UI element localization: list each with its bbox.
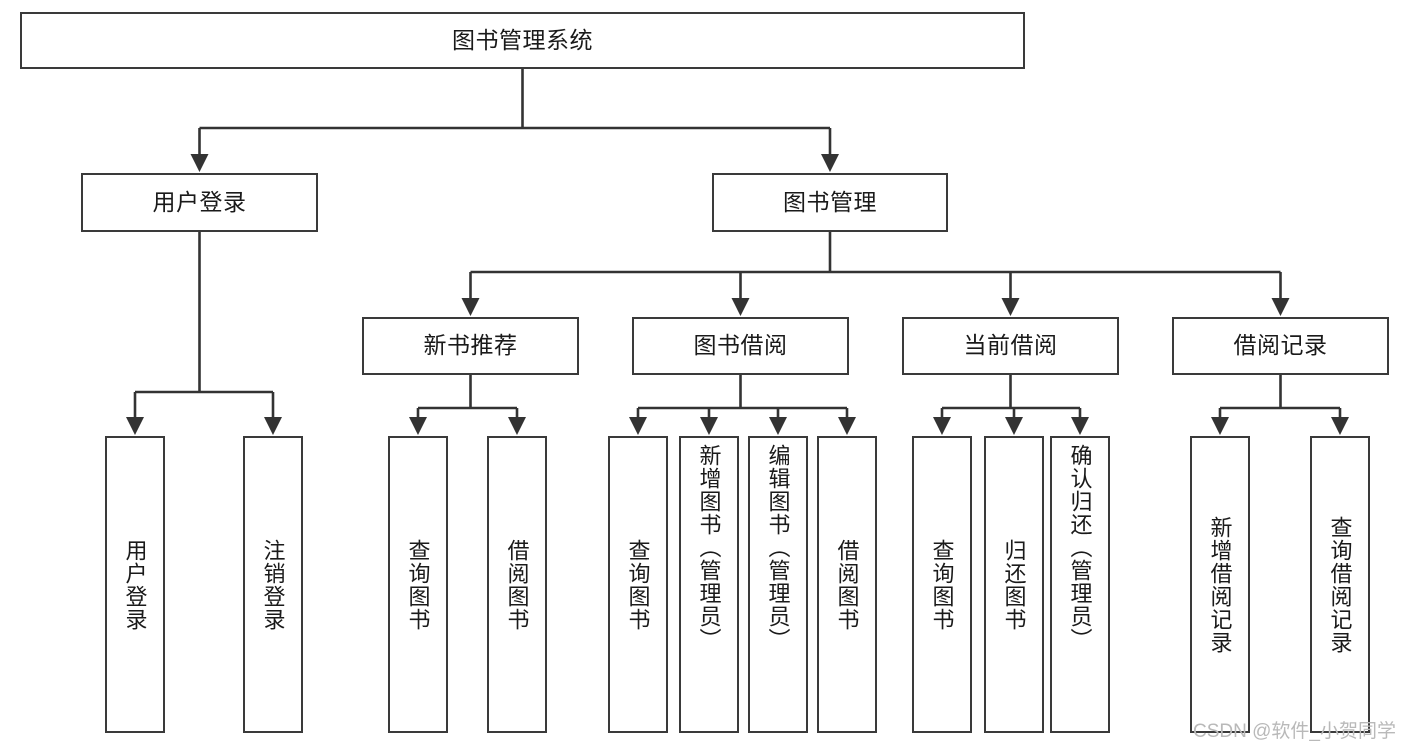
node-label: 确认归还（管理员） [1067, 444, 1093, 651]
node-leaf-borrow-add-book[interactable]: 新增图书（管理员） [679, 436, 739, 733]
node-label: 用户登录 [152, 188, 247, 215]
node-leaf-user-login[interactable]: 用户登录 [105, 436, 165, 733]
node-current-borrow[interactable]: 当前借阅 [902, 317, 1119, 375]
node-label: 编辑图书（管理员） [765, 444, 791, 651]
node-leaf-cur-return-book[interactable]: 归还图书 [984, 436, 1044, 733]
node-label: 新增图书（管理员） [696, 444, 722, 651]
node-label: 新书推荐 [423, 332, 518, 359]
node-leaf-borrow-query-book[interactable]: 查询图书 [608, 436, 668, 733]
node-label: 查询图书 [625, 538, 651, 631]
node-label: 新增借阅记录 [1207, 515, 1233, 654]
node-leaf-user-logout[interactable]: 注销登录 [243, 436, 303, 733]
node-borrow-record[interactable]: 借阅记录 [1172, 317, 1389, 375]
node-label: 借阅图书 [834, 538, 860, 631]
node-label: 图书管理 [783, 188, 877, 215]
node-label: 归还图书 [1001, 538, 1027, 631]
node-label: 查询借阅记录 [1327, 515, 1353, 654]
node-label: 图书借阅 [693, 332, 788, 359]
node-user-login[interactable]: 用户登录 [81, 173, 318, 232]
node-root[interactable]: 图书管理系统 [20, 12, 1025, 69]
node-book-manage[interactable]: 图书管理 [712, 173, 948, 232]
node-leaf-rec-query-book[interactable]: 查询图书 [388, 436, 448, 733]
node-leaf-rec-add-record[interactable]: 新增借阅记录 [1190, 436, 1250, 733]
node-label: 借阅记录 [1233, 332, 1328, 359]
node-leaf-rec-query-record[interactable]: 查询借阅记录 [1310, 436, 1370, 733]
node-leaf-cur-confirm-return[interactable]: 确认归还（管理员） [1050, 436, 1110, 733]
node-book-borrow[interactable]: 图书借阅 [632, 317, 849, 375]
node-leaf-borrow-lend-book[interactable]: 借阅图书 [817, 436, 877, 733]
node-label: 查询图书 [929, 538, 955, 631]
node-leaf-cur-query-book[interactable]: 查询图书 [912, 436, 972, 733]
node-leaf-rec-borrow-book[interactable]: 借阅图书 [487, 436, 547, 733]
node-label: 用户登录 [122, 538, 148, 631]
node-label: 图书管理系统 [452, 26, 593, 53]
node-label: 查询图书 [405, 538, 431, 631]
node-label: 借阅图书 [504, 538, 530, 631]
node-leaf-borrow-edit-book[interactable]: 编辑图书（管理员） [748, 436, 808, 733]
node-label: 当前借阅 [963, 332, 1058, 359]
node-new-book-rec[interactable]: 新书推荐 [362, 317, 579, 375]
node-label: 注销登录 [260, 538, 286, 631]
